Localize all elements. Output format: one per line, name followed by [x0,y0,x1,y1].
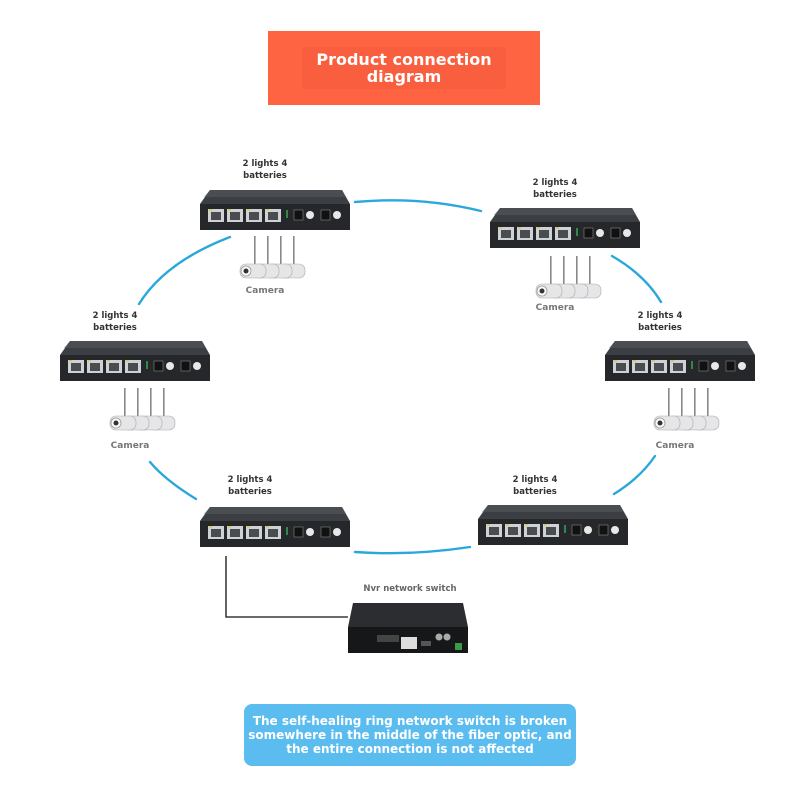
note-line-2: somewhere in the middle of the fiber opt… [248,728,572,742]
camera-label-mid-left: Camera [110,441,150,451]
fiber-switch-top-right [490,208,640,248]
fiber-switch-bottom-right [478,505,628,545]
fiber-switch-mid-right [605,341,755,381]
nvr-device [348,603,468,653]
ring-link-mid-left [148,460,198,501]
ring-link-top-right [610,254,663,304]
fiber-switch-bottom-left [200,507,350,547]
note-line-1: The self-healing ring network switch is … [252,714,568,728]
title-text: Product connection diagram [302,47,506,89]
camera-label-top-right: Camera [535,303,575,313]
camera-icon [109,415,137,431]
fiber-switch-mid-left [60,341,210,381]
ring-link-top [353,199,483,213]
fiber-port [293,526,304,538]
camera-icon [535,283,563,299]
camera-label-top-left: Camera [245,286,285,296]
nvr-label: Nvr network switch [363,584,457,594]
camera-icon [653,415,681,431]
fiber-port [610,227,621,239]
fiber-port [293,209,304,221]
fiber-port [583,227,594,239]
title-line-2: diagram [366,67,442,86]
fiber-port [320,526,331,538]
camera-group-top-right [532,256,622,311]
ring-link-bottom [353,545,472,555]
camera-icon [239,263,267,279]
fiber-port [598,524,609,536]
title-line-1: Product connection [316,50,492,69]
fiber-switch-top-left [200,190,350,230]
fiber-port [698,360,709,372]
title-banner: Product connection diagram [268,31,540,105]
fiber-port [320,209,331,221]
camera-group-mid-left [106,388,196,443]
camera-group-top-left [236,236,326,291]
nvr-cable [225,556,348,618]
note-line-3: the entire connection is not affected [286,742,534,756]
fiber-port [180,360,191,372]
fiber-port [725,360,736,372]
ring-link-mid-right [612,454,657,496]
ring-link-top-left [137,235,232,306]
camera-label-mid-right: Camera [655,441,695,451]
fiber-port [571,524,582,536]
info-note: The self-healing ring network switch is … [244,704,576,766]
camera-group-mid-right [650,388,740,443]
fiber-port [153,360,164,372]
